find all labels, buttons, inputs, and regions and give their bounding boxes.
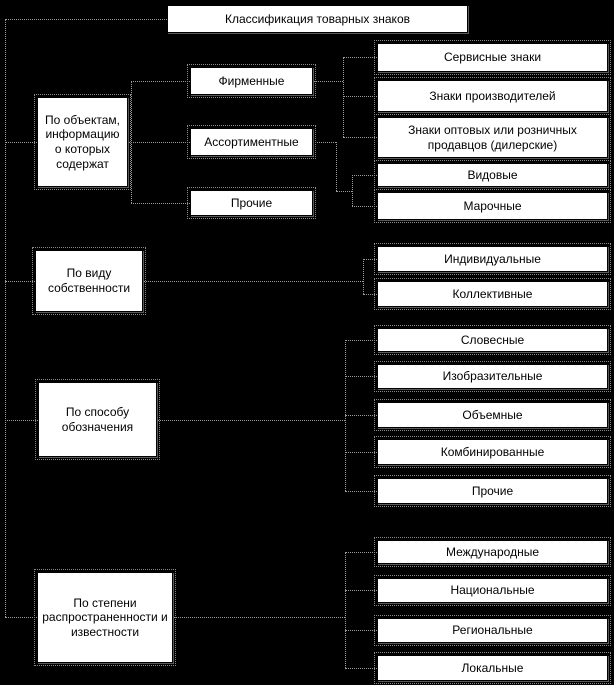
node-international-label: Международные: [445, 544, 539, 559]
connector-to-type-marks: [352, 175, 377, 176]
node-producer-marks-label: Знаки производителей: [429, 88, 556, 103]
node-producer-marks: Знаки производителей: [374, 77, 611, 115]
node-type-marks: Видовые: [374, 160, 611, 190]
node-other-marks-label: Прочие: [230, 195, 273, 210]
node-by-objects-label: По объектам, информацию о которых содерж…: [45, 112, 120, 171]
connector-to-international: [345, 552, 377, 553]
node-root: Классификация товарных знаков: [167, 5, 468, 33]
connector-spread-feed: [173, 617, 345, 618]
connector-to-service-marks: [343, 57, 377, 58]
connector-assortment-trunk: [352, 175, 353, 206]
connector-trunk-to-by-method: [5, 420, 38, 421]
node-root-label: Классификация товарных знаков: [225, 11, 410, 26]
connector-spread-trunk: [345, 552, 346, 668]
connector-assortment-feed-h2: [336, 191, 352, 192]
node-combined: Комбинированные: [374, 436, 611, 468]
connector-to-collective: [363, 294, 377, 295]
connector-firm-trunk: [343, 57, 344, 137]
connector-trunk-to-by-objects: [5, 142, 37, 143]
node-volumetric-label: Объемные: [462, 407, 523, 422]
connector-firm-feed: [313, 81, 343, 82]
node-service-marks: Сервисные знаки: [374, 40, 611, 75]
node-individual-label: Индивидуальные: [444, 251, 541, 266]
connector-by-objects-feed: [128, 142, 190, 143]
node-verbal: Словесные: [374, 325, 611, 355]
node-other-marks: Прочие: [187, 187, 316, 219]
node-dealer-marks-label: Знаки оптовых или розничных продавцов (д…: [408, 122, 577, 152]
node-collective-label: Коллективные: [452, 286, 533, 301]
node-national-label: Национальные: [450, 583, 535, 598]
connector-method-feed: [157, 420, 345, 421]
connector-to-local: [345, 668, 377, 669]
connector-to-volumetric: [345, 415, 377, 416]
connector-to-firm-marks: [131, 81, 190, 82]
node-combined-label: Комбинированные: [440, 444, 545, 459]
node-firm-marks: Фирменные: [187, 64, 316, 98]
connector-to-other-designation: [345, 491, 377, 492]
node-by-spread-label: По степени распространенности и известно…: [42, 595, 168, 639]
connector-root-to-trunk: [5, 19, 167, 20]
connector-to-other-marks: [131, 203, 190, 204]
connector-assortment-feed-h1: [313, 142, 336, 143]
connector-to-combined: [345, 452, 377, 453]
node-brand-marks-label: Марочные: [463, 198, 522, 213]
node-national: Национальные: [374, 575, 611, 606]
node-collective: Коллективные: [374, 278, 611, 310]
connector-to-regional: [345, 630, 377, 631]
connector-left-trunk: [5, 19, 6, 617]
node-by-objects: По объектам, информацию о которых содерж…: [34, 94, 131, 190]
node-international: Международные: [374, 537, 611, 567]
node-other-designation: Прочие: [374, 475, 611, 507]
node-by-method: По способу обозначения: [35, 379, 160, 460]
connector-ownership-trunk: [363, 259, 364, 294]
connector-trunk-to-by-spread: [5, 617, 37, 618]
node-assortment-marks: Ассортиментные: [187, 125, 316, 159]
node-service-marks-label: Сервисные знаки: [443, 50, 542, 65]
node-by-method-label: По способу обозначения: [61, 404, 134, 434]
connector-ownership-feed: [143, 281, 363, 282]
node-regional-label: Региональные: [452, 623, 533, 638]
connector-to-verbal: [345, 340, 377, 341]
node-firm-marks-label: Фирменные: [218, 73, 285, 88]
node-verbal-label: Словесные: [460, 332, 525, 347]
node-by-spread: По степени распространенности и известно…: [34, 569, 176, 666]
node-volumetric: Объемные: [374, 399, 611, 431]
node-pictorial: Изобразительные: [374, 361, 611, 392]
node-local-label: Локальные: [461, 660, 524, 675]
connector-assortment-feed-v: [336, 142, 337, 191]
connector-to-individual: [363, 259, 377, 260]
node-by-ownership-label: По виду собственности: [47, 266, 131, 295]
connector-to-brand-marks: [352, 206, 377, 207]
node-regional: Региональные: [374, 615, 611, 646]
connector-to-dealer-marks: [343, 137, 377, 138]
node-individual: Индивидуальные: [374, 243, 611, 275]
connector-to-pictorial: [345, 376, 377, 377]
node-by-ownership: По виду собственности: [32, 247, 146, 315]
node-local: Локальные: [374, 652, 611, 684]
connector-to-national: [345, 590, 377, 591]
node-brand-marks: Марочные: [374, 189, 611, 223]
node-dealer-marks: Знаки оптовых или розничных продавцов (д…: [374, 114, 611, 161]
connector-to-producer-marks: [343, 96, 377, 97]
node-assortment-marks-label: Ассортиментные: [204, 134, 299, 149]
connector-trunk-to-by-ownership: [5, 281, 35, 282]
node-other-designation-label: Прочие: [471, 483, 514, 498]
node-pictorial-label: Изобразительные: [442, 369, 543, 384]
node-type-marks-label: Видовые: [467, 167, 518, 182]
